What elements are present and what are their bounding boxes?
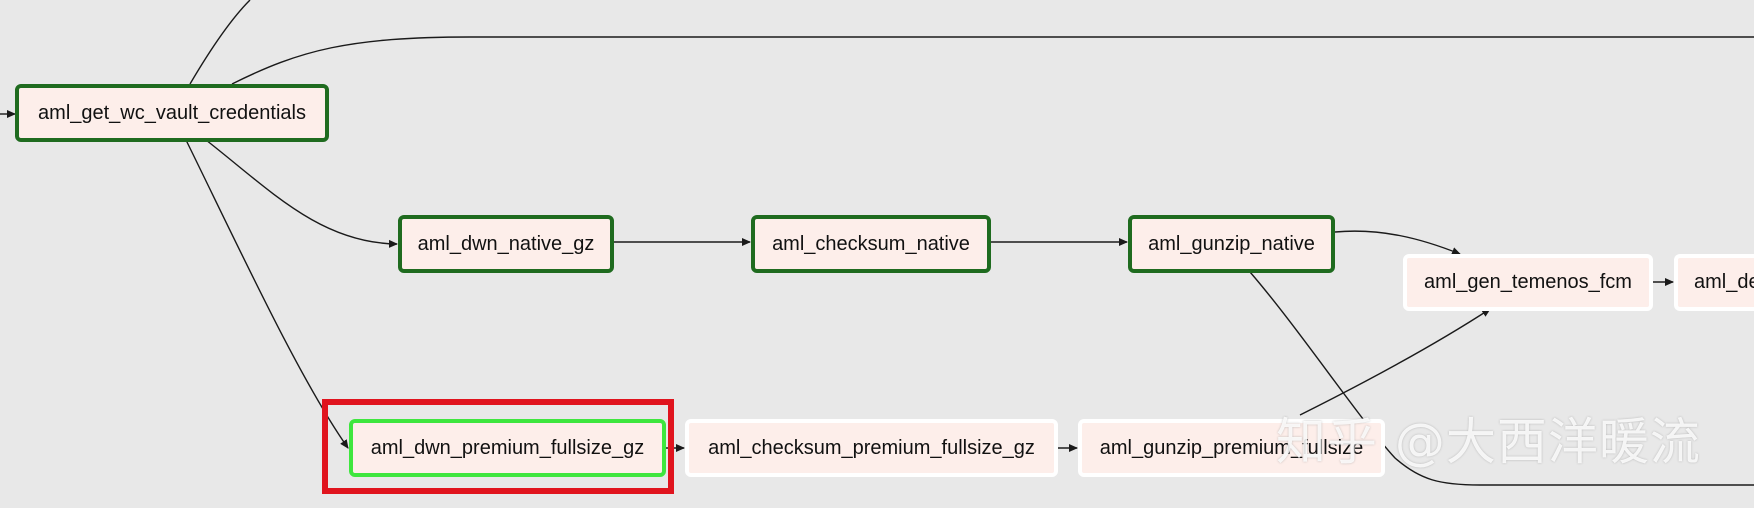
edge-gunzip-premium-to-gen-temenos: [1299, 308, 1491, 416]
task-node-aml-get-wc-vault-credentials[interactable]: aml_get_wc_vault_credentials: [15, 84, 329, 142]
edge-vault-to-dwn-native: [205, 139, 398, 248]
watermark: 知乎 @大西洋暖流: [1276, 413, 1701, 471]
highlight-box: [322, 399, 674, 494]
task-node-aml-checksum-native[interactable]: aml_checksum_native: [751, 215, 991, 273]
task-label: aml_dwn_native_gz: [417, 232, 595, 255]
task-label: aml_dwn_premium_fullsize_gz: [370, 436, 645, 459]
task-node-aml-gunzip-premium-fullsize[interactable]: aml_gunzip_premium_fullsize: [1078, 419, 1385, 477]
task-node-aml-checksum-premium-fullsize-gz[interactable]: aml_checksum_premium_fullsize_gz: [685, 419, 1058, 477]
task-label: aml_checksum_premium_fullsize_gz: [708, 436, 1035, 459]
task-label: aml_get_wc_vault_credentials: [38, 101, 306, 124]
edge-vault-to-upstream-top: [189, 0, 251, 85]
task-label: aml_checksum_native: [772, 232, 970, 255]
task-node-aml-dwn-native-gz[interactable]: aml_dwn_native_gz: [398, 215, 614, 273]
task-node-aml-gunzip-native[interactable]: aml_gunzip_native: [1128, 215, 1335, 273]
edge-vault-to-dwn-premium: [185, 139, 349, 449]
task-label: aml_de: [1694, 271, 1754, 293]
task-node-aml-dwn-premium-fullsize-gz[interactable]: aml_dwn_premium_fullsize_gz: [349, 419, 666, 477]
edge-vault-to-top-branch: [231, 36, 1754, 85]
task-node-aml-de[interactable]: aml_de: [1674, 254, 1754, 311]
task-label: aml_gen_temenos_fcm: [1424, 271, 1632, 293]
edge-gunzip-native-to-gen-temenos: [1334, 230, 1461, 255]
task-label: aml_gunzip_native: [1148, 232, 1315, 255]
task-node-aml-gen-temenos-fcm[interactable]: aml_gen_temenos_fcm: [1403, 254, 1653, 311]
task-label: aml_gunzip_premium_fullsize: [1099, 436, 1364, 459]
